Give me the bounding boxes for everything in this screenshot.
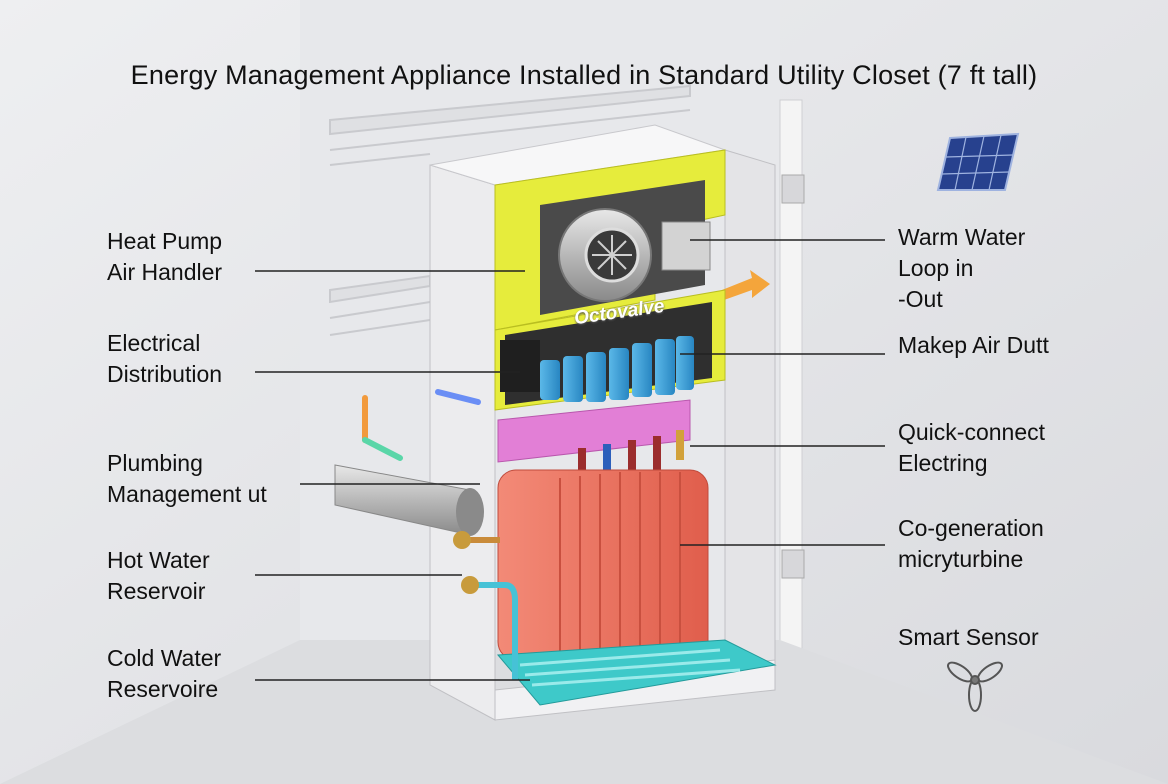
plumbing-manifold: [497, 399, 691, 463]
label-warm-water: Warm Water Loop in -Out: [898, 224, 1026, 312]
page-title: Energy Management Appliance Installed in…: [130, 60, 1038, 90]
label-quick-connect: Quick-connect Electring: [898, 419, 1046, 476]
battery-pack: [540, 336, 694, 402]
airflow-arrows-icon: [362, 389, 481, 461]
label-electrical: Electrical Distribution: [107, 330, 223, 387]
manifold-valves: [578, 430, 684, 482]
warm-water-outlet-arrow: [722, 270, 770, 300]
closet-floor: [0, 640, 1168, 784]
housing-back-panel: [724, 149, 776, 691]
exhaust-duct-opening: [456, 488, 484, 536]
cold-water-reservoir-base: [496, 639, 777, 706]
reservoir-tank: [497, 469, 709, 661]
reservoir-fins: [559, 472, 681, 652]
label-plumbing: Plumbing Management ut: [107, 450, 267, 507]
cold-water-valve: [461, 576, 479, 594]
leader-lines-left: [255, 270, 530, 681]
label-heat-pump: Heat Pump Air Handler: [107, 228, 223, 285]
wire-shelf-top: [329, 84, 691, 166]
distribution-panel: [500, 340, 540, 392]
fan-blades: [592, 235, 632, 275]
coil-tubing: [519, 648, 741, 687]
label-smart-sensor: Smart Sensor: [898, 624, 1039, 650]
door-hinge-top: [781, 174, 805, 204]
label-cold-water: Cold Water Reservoire: [107, 645, 222, 702]
leader-lines-right: [680, 239, 885, 546]
door-hinge-bottom: [781, 549, 805, 579]
wire-shelf-middle: [329, 274, 431, 336]
label-hot-water: Hot Water Reservoir: [107, 547, 210, 604]
smart-sensor-icon: [947, 661, 1003, 712]
label-cogeneration: Co-generation micryturbine: [898, 515, 1044, 572]
cold-water-pipe: [470, 582, 518, 680]
housing-side-panel: [429, 164, 496, 721]
hot-water-valve: [453, 531, 471, 549]
label-makeup-air: Makep Air Dutt: [898, 332, 1049, 358]
compressor-block: [661, 221, 711, 271]
solar-panel-icon: [936, 132, 1020, 191]
